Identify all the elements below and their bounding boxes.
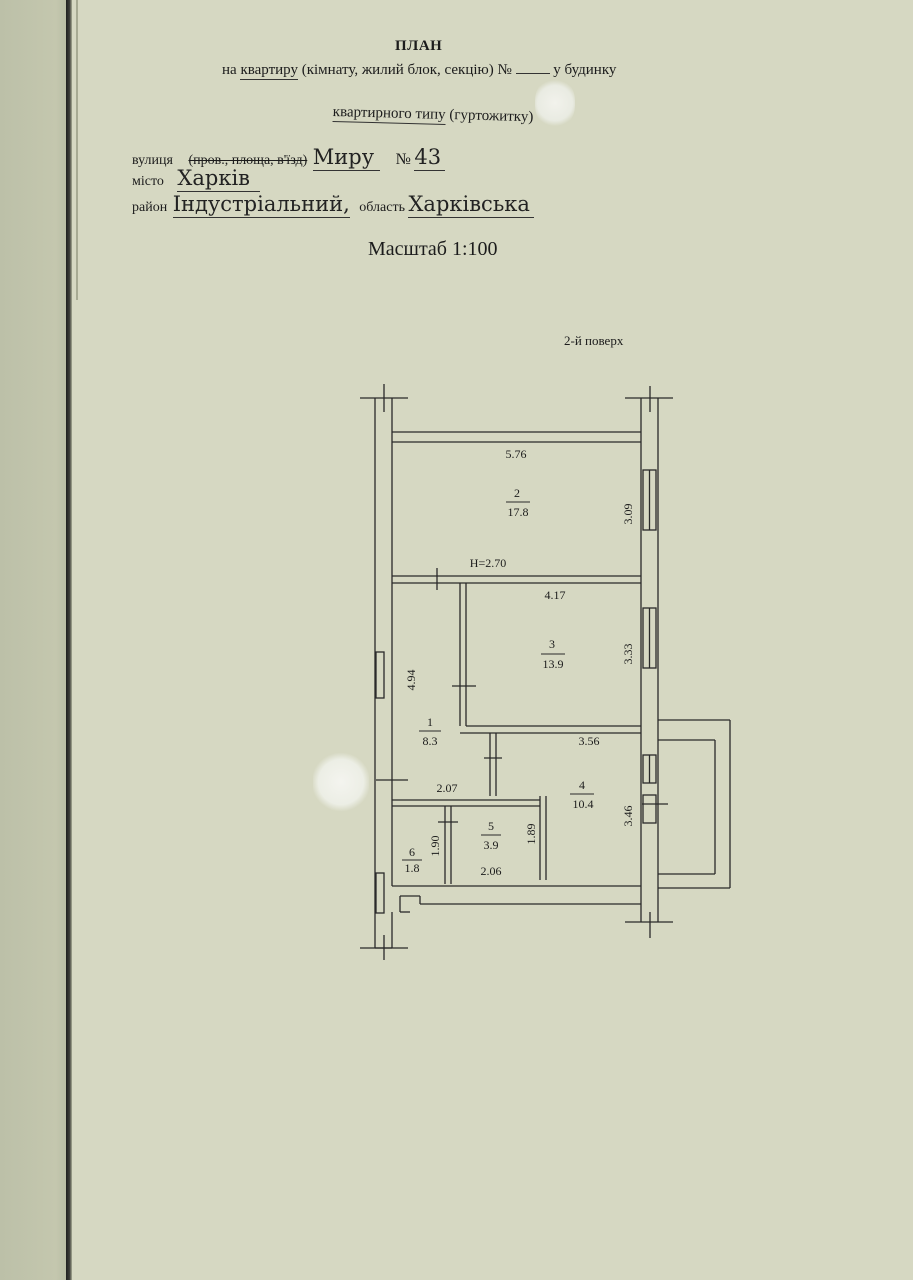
room-3-area: 13.9 xyxy=(543,657,564,671)
dim-room5-width: 2.06 xyxy=(481,864,502,878)
room-5-area: 3.9 xyxy=(484,838,499,852)
house-number: 43 xyxy=(414,145,446,171)
district-label: район xyxy=(132,200,168,215)
room-6-number: 6 xyxy=(409,845,415,859)
city-row: місто Харків xyxy=(132,166,260,192)
street-row: вулиця (пров., площа, в'їзд) Миру № 43 xyxy=(132,145,446,171)
page-edge xyxy=(66,0,72,1280)
room-2-area: 17.8 xyxy=(508,505,529,519)
line2-prefix: на xyxy=(222,62,237,78)
underlying-sheet xyxy=(0,0,70,1280)
line2-suffix: у будинку xyxy=(553,62,617,78)
document-title: ПЛАН xyxy=(395,38,443,54)
region-value: Харківська xyxy=(408,192,534,218)
room-1-area: 8.3 xyxy=(423,734,438,748)
number-label: № xyxy=(395,151,411,168)
street-label: вулиця xyxy=(132,153,173,168)
street-types: (пров., площа, в'їзд) xyxy=(188,153,308,168)
scale-label: Масштаб 1:100 xyxy=(368,238,498,260)
dim-hall-width: 2.07 xyxy=(437,781,458,795)
dim-room5-depth: 1.89 xyxy=(524,824,538,845)
room-5-number: 5 xyxy=(488,819,494,833)
room-4-number: 4 xyxy=(579,778,585,792)
apartment-number-field xyxy=(515,72,550,74)
document-page xyxy=(72,0,913,1280)
room-2-number: 2 xyxy=(514,486,520,500)
dim-room3-depth: 3.33 xyxy=(621,644,635,665)
dim-room4-depth: 3.46 xyxy=(621,806,635,827)
page-fold xyxy=(76,0,78,300)
room-6-area: 1.8 xyxy=(405,861,420,875)
room-3-number: 3 xyxy=(549,637,555,651)
dim-room2-width: 5.76 xyxy=(506,447,527,461)
line2-apartment: квартиру xyxy=(240,62,298,80)
redaction-mark xyxy=(313,752,369,812)
dim-room6-depth: 1.90 xyxy=(428,836,442,857)
dim-room4-width: 3.56 xyxy=(579,734,600,748)
room-1-number: 1 xyxy=(427,715,433,729)
room-4-area: 10.4 xyxy=(573,797,594,811)
region-label: область xyxy=(359,200,405,215)
ceiling-height: H=2.70 xyxy=(470,556,506,570)
district-row: район Індустріальний, область Харківська xyxy=(132,192,534,218)
redaction-mark-header xyxy=(535,78,575,128)
dim-room2-depth: 3.09 xyxy=(621,504,635,525)
dim-room1-length: 4.94 xyxy=(404,670,418,691)
header-line-apartment: на квартиру (кімнату, жилий блок, секцію… xyxy=(222,62,617,80)
line2-rest: (кімнату, жилий блок, секцію) № xyxy=(301,62,512,78)
district-value: Індустріальний, xyxy=(172,192,350,218)
floor-label: 2-й поверх xyxy=(564,333,624,348)
dim-room3-width: 4.17 xyxy=(545,588,566,602)
city-value: Харків xyxy=(177,166,260,192)
street-value: Миру xyxy=(312,145,381,171)
city-label: місто xyxy=(132,174,164,189)
